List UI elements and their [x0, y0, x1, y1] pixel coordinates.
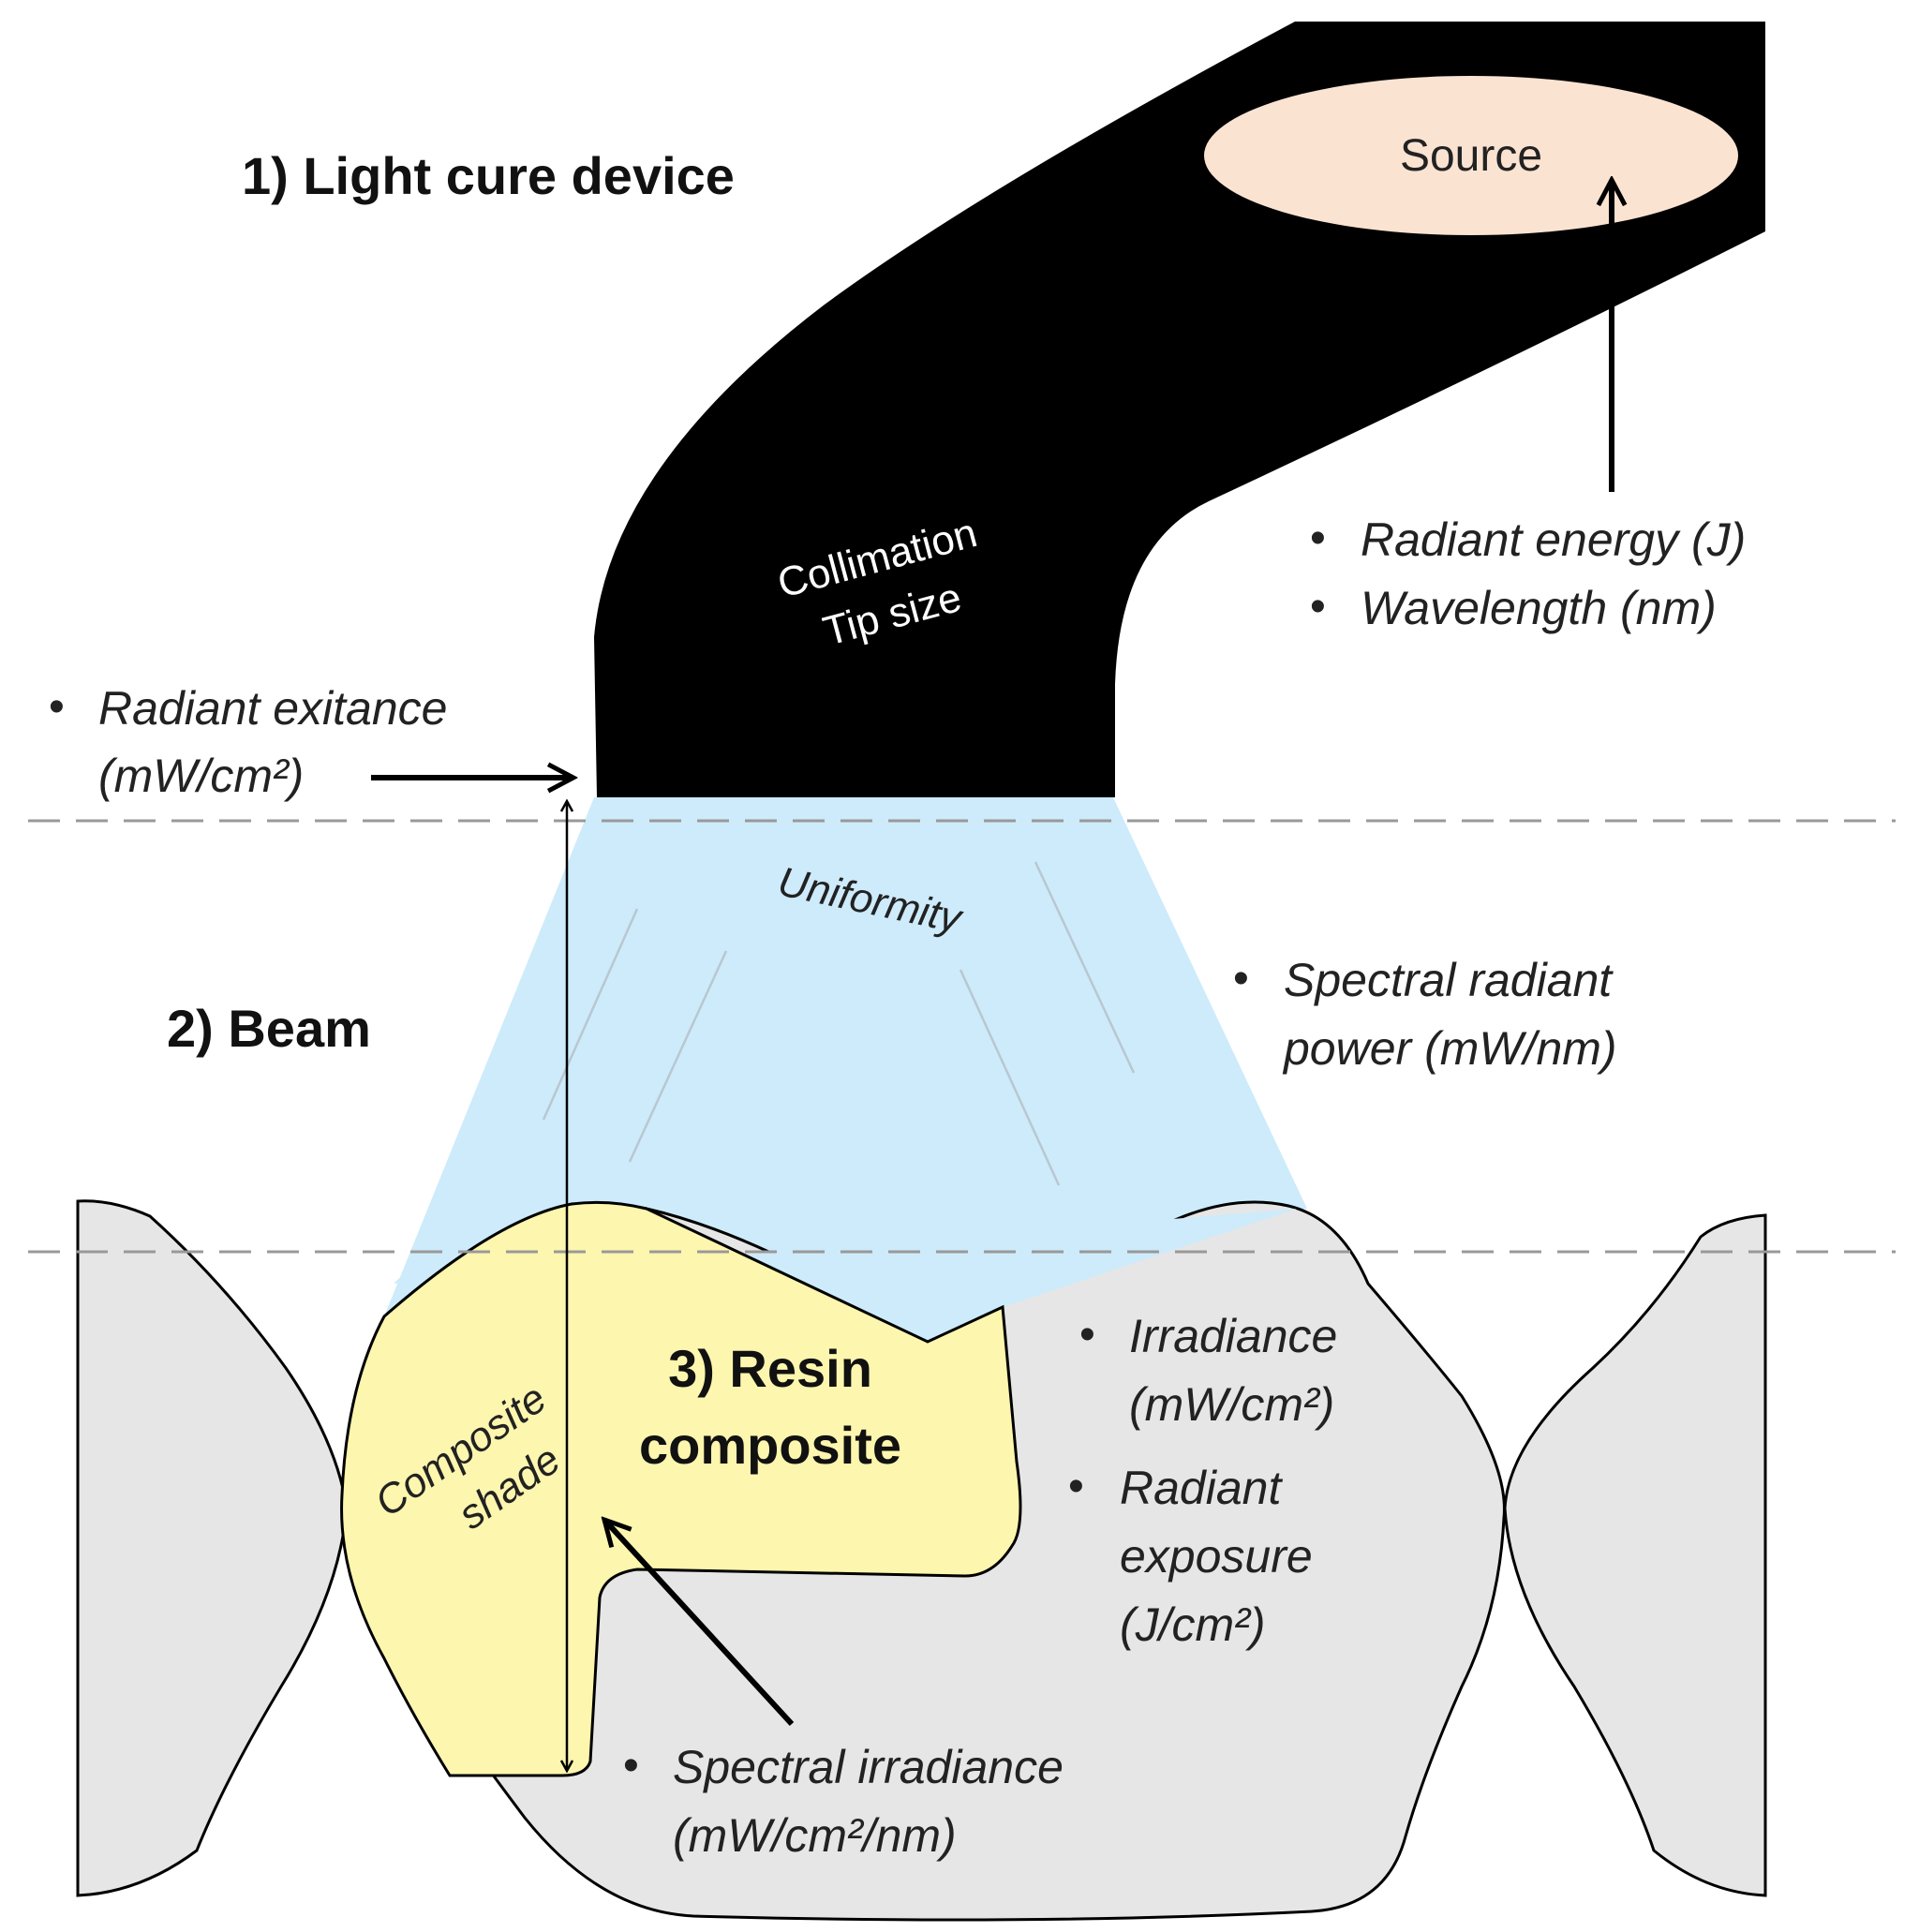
resin-title-line2: composite [639, 1416, 901, 1475]
irradiance-text-2: (mW/cm²) [1129, 1378, 1334, 1431]
beam-uniformity-lines [542, 861, 1136, 1186]
resin-composite [340, 1200, 1022, 1777]
bullet: • [1233, 954, 1249, 1003]
bullet: • [1079, 1310, 1095, 1360]
radiant-exposure-text-3: (J/cm²) [1120, 1598, 1266, 1651]
spectral-power-text-2: power (mW/nm) [1282, 1022, 1617, 1075]
radiant-energy-text: Radiant energy (J) [1361, 513, 1746, 566]
source-label: Source [1400, 131, 1542, 181]
radiant-exposure-text-1: Radiant [1120, 1462, 1283, 1514]
left-adjacent-tooth [76, 1199, 349, 1897]
spectral-irradiance-arrow [604, 1520, 795, 1727]
radiant-exposure-text-2: exposure [1120, 1530, 1313, 1583]
radiant-exitance-text-1: Radiant exitance [98, 682, 447, 735]
light-beam [384, 797, 1307, 1316]
irradiance-text-1: Irradiance [1129, 1310, 1337, 1362]
radiant-exitance-text-2: (mW/cm²) [98, 750, 304, 802]
bullet: • [1068, 1462, 1084, 1511]
device-title: 1) Light cure device [242, 146, 735, 205]
spectral-irradiance-text-2: (mW/cm²/nm) [673, 1809, 957, 1862]
bullet: • [623, 1741, 639, 1791]
bullet: • [49, 682, 65, 732]
bullet: • [1310, 582, 1326, 632]
right-adjacent-tooth [1503, 1213, 1767, 1897]
spectral-power-text-1: Spectral radiant [1284, 954, 1614, 1006]
beam-title: 2) Beam [167, 999, 371, 1058]
wavelength-text: Wavelength (nm) [1361, 582, 1717, 634]
resin-title-line1: 3) Resin [668, 1339, 872, 1398]
spectral-irradiance-text-1: Spectral irradiance [673, 1741, 1064, 1793]
bullet: • [1310, 513, 1326, 563]
